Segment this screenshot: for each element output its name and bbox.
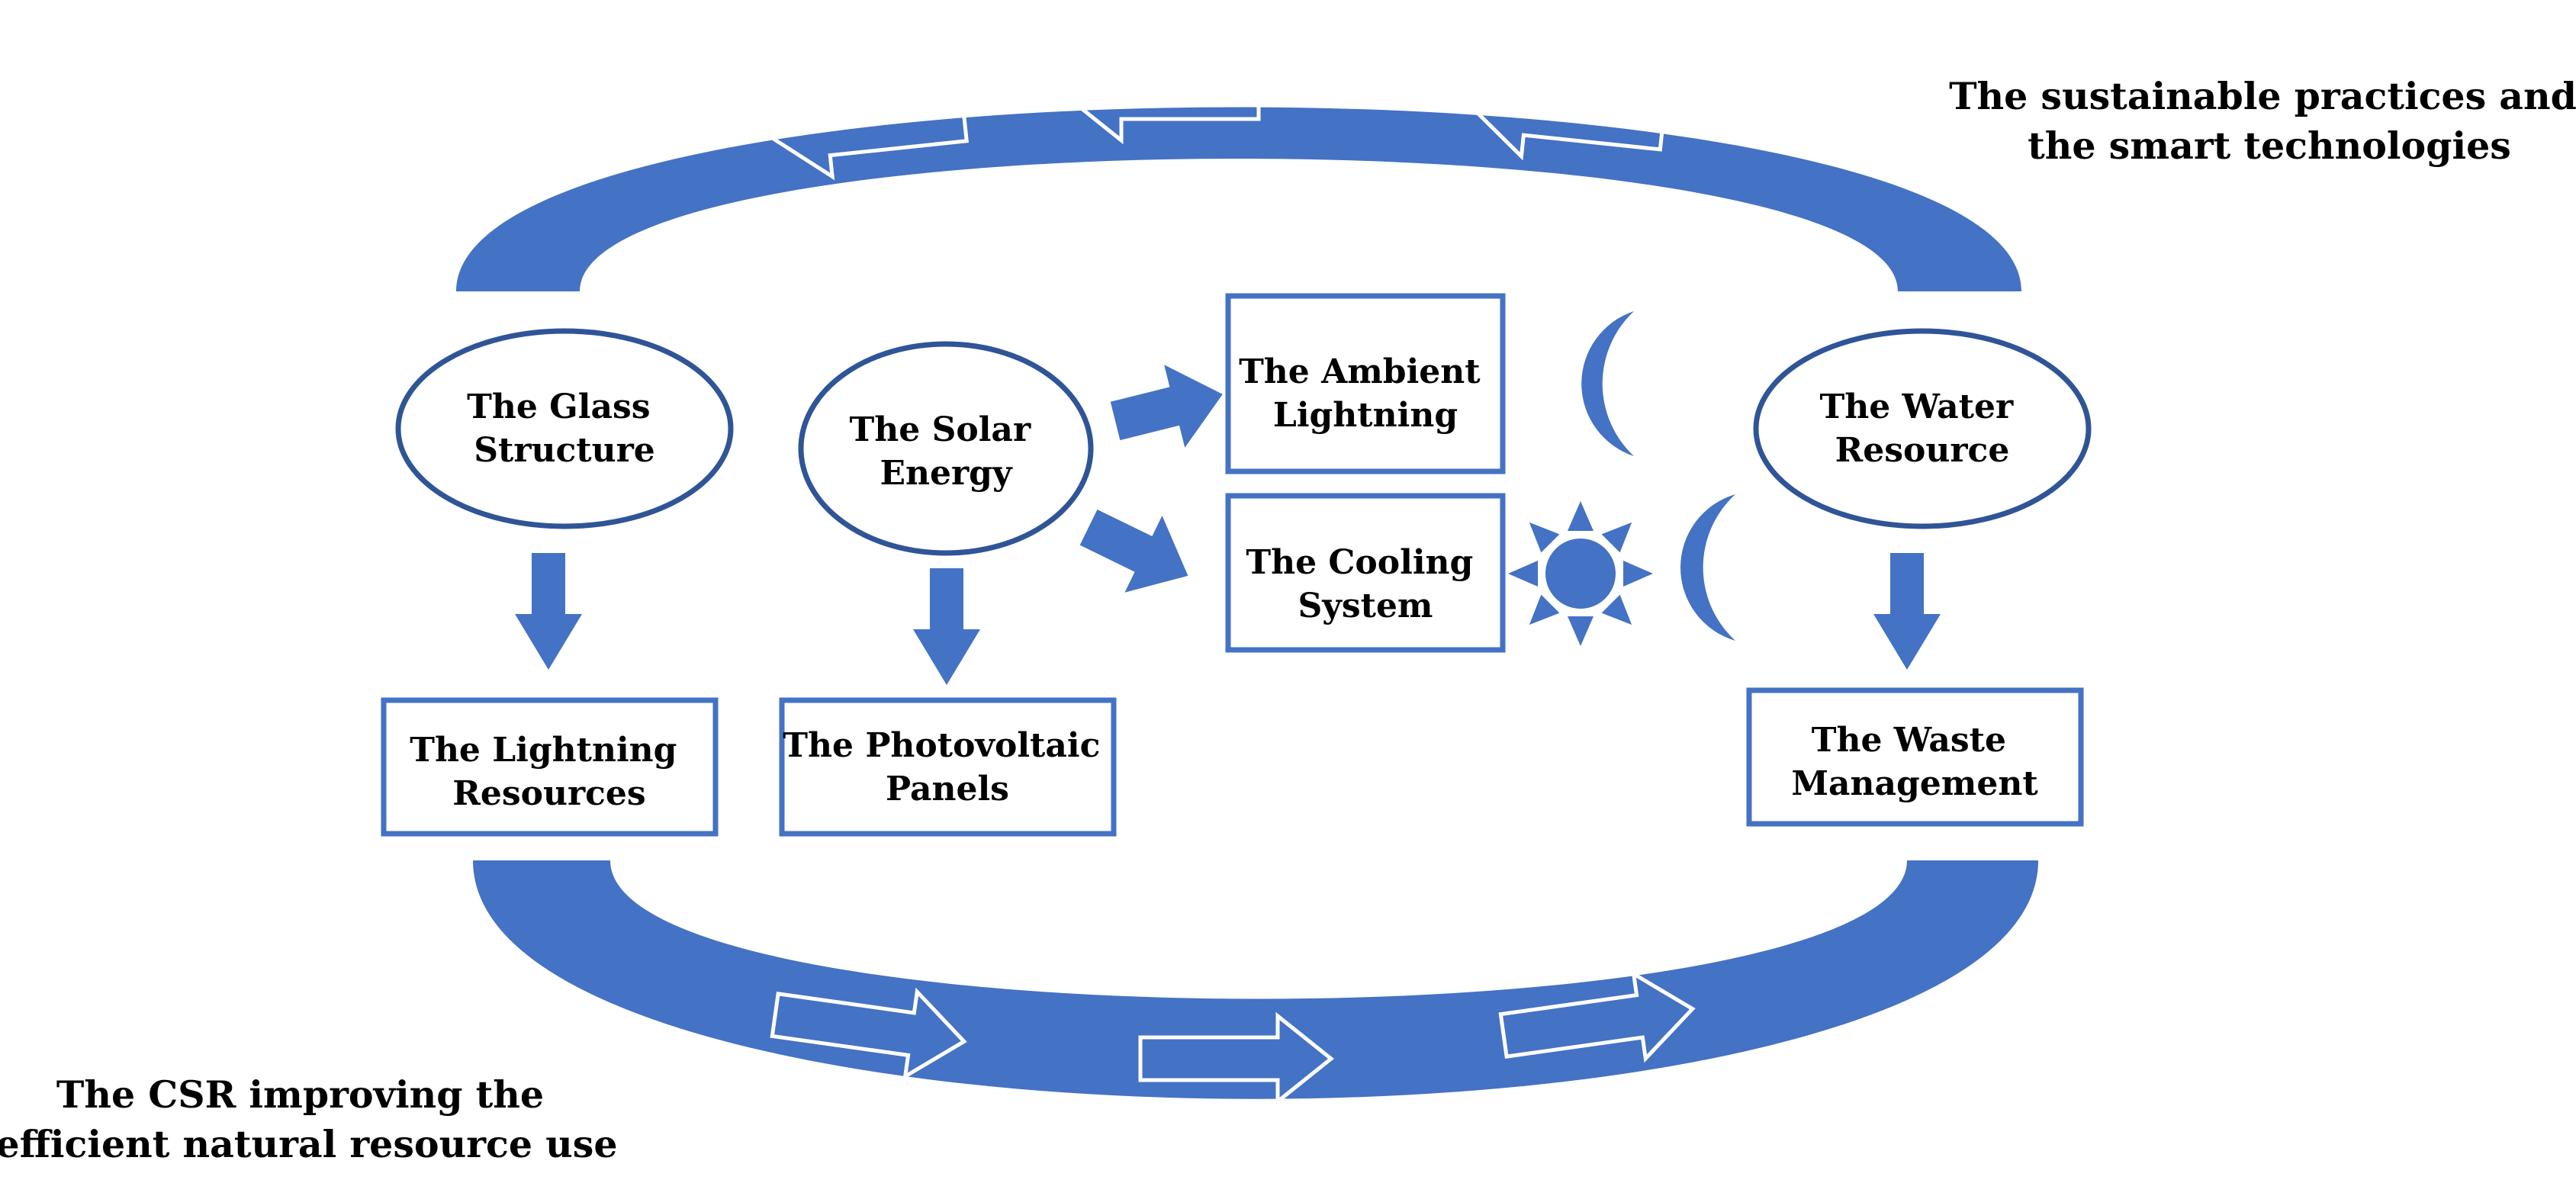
svg-text:The Photovoltaic Panels: The Photovoltaic Panels — [783, 726, 1111, 809]
svg-text:The Waste Management: The Waste Management — [1791, 721, 2038, 803]
bottom-arc-arrow — [770, 987, 967, 1080]
moon-icon — [1581, 311, 1634, 456]
edge-arrow-solar-to-cooling — [1079, 509, 1188, 593]
bottom-arc-arrow — [1498, 970, 1696, 1063]
svg-text:The Lightning Resources: The Lightning Resources — [410, 731, 689, 813]
top-cycle-arc — [456, 107, 2021, 291]
node-ambient-lightning: The Ambient Lightning — [1225, 293, 1506, 474]
svg-text:The Glass Structure: The Glass Structure — [467, 387, 662, 470]
edge-arrow-solar-to-photovoltaic — [913, 568, 980, 685]
svg-text:The Ambient Lightning: The Ambient Lightning — [1239, 352, 1492, 435]
svg-text:The Cooling System: The Cooling System — [1246, 543, 1484, 625]
node-lightning-resources: The Lightning Resources — [381, 697, 719, 837]
bottom-arc-arrow — [1138, 1011, 1335, 1106]
node-water-resource: The Water Resource — [1753, 328, 2092, 529]
node-waste-management: The Waste Management — [1746, 687, 2084, 827]
bottom-cycle-arc — [473, 860, 2038, 1099]
svg-text:The Solar Energy: The Solar Energy — [850, 410, 1043, 493]
moon-icon — [1680, 494, 1735, 641]
top-arc-arrow — [1469, 67, 1667, 161]
node-photovoltaic-panels: The Photovoltaic Panels — [779, 697, 1117, 837]
node-solar-energy: The Solar Energy — [798, 341, 1094, 556]
edge-arrow-water-to-waste — [1873, 553, 1941, 670]
top-arc-arrow — [771, 87, 969, 181]
caption-top-right: The sustainable practices and the smart … — [1949, 74, 2576, 168]
svg-text:The Water Resource: The Water Resource — [1820, 387, 2025, 470]
node-glass-structure: The Glass Structure — [395, 328, 734, 529]
caption-bottom-left: The CSR improving the efficient natural … — [0, 1072, 617, 1166]
top-arc-arrow — [1064, 50, 1261, 145]
node-cooling-system: The Cooling System — [1225, 493, 1506, 653]
sun-icon — [1508, 501, 1653, 646]
edge-arrow-solar-to-ambient — [1110, 365, 1223, 448]
edge-arrow-glass-to-lightning — [515, 553, 582, 670]
